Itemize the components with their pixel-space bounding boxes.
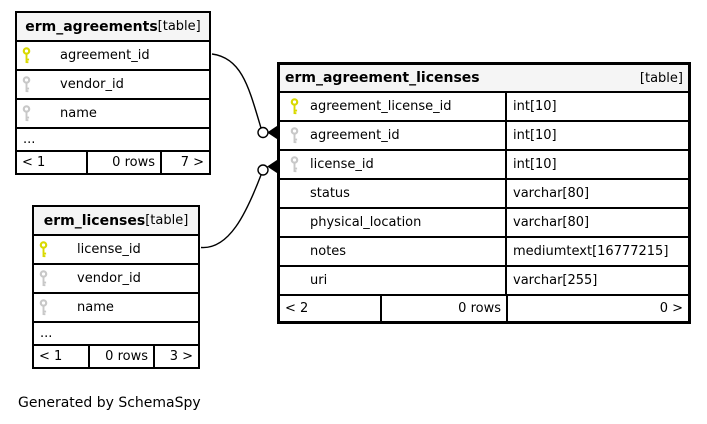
table-name: erm_agreements <box>25 18 158 35</box>
column-row: name <box>34 294 198 323</box>
column-name: agreement_id <box>310 128 400 143</box>
column-name: name <box>77 300 114 315</box>
column-name: agreement_id <box>60 48 150 63</box>
foreign-key-icon <box>290 156 299 173</box>
column-type: int[10] <box>505 122 688 149</box>
column-row: agreement_id <box>17 42 209 71</box>
column-name: vendor_id <box>60 77 124 92</box>
footer-row-count: 0 rows <box>382 296 508 321</box>
footer-row-count: 0 rows <box>88 152 162 173</box>
primary-key-icon <box>39 241 48 258</box>
column-name: vendor_id <box>77 271 141 286</box>
footer-children-count: 3 > <box>169 349 193 364</box>
footer-parents-count: < 2 <box>280 296 382 321</box>
table-footer: < 2 0 rows 0 > <box>280 296 688 321</box>
no-key-spacer <box>290 272 299 289</box>
column-row: notes mediumtext[16777215] <box>280 238 688 267</box>
column-row: agreement_id int[10] <box>280 122 688 151</box>
column-name: uri <box>310 273 328 288</box>
column-type: int[10] <box>505 93 688 120</box>
more-columns-ellipsis: ... <box>17 129 209 152</box>
column-row: physical_location varchar[80] <box>280 209 688 238</box>
column-row: vendor_id <box>17 71 209 100</box>
table-name: erm_agreement_licenses <box>285 70 480 86</box>
table-header: erm_agreement_licenses [table] <box>280 65 688 93</box>
table-header: erm_agreements[table] <box>17 13 209 42</box>
table-footer: < 1 0 rows 7 > <box>17 152 209 173</box>
table-tag: [table] <box>145 213 189 228</box>
foreign-key-icon <box>39 299 48 316</box>
column-type: varchar[80] <box>505 209 688 236</box>
footer-children-count: 0 > <box>659 301 683 316</box>
column-row: status varchar[80] <box>280 180 688 209</box>
column-name: license_id <box>310 157 374 172</box>
no-key-spacer <box>290 214 299 231</box>
table-node-erm-agreement-licenses[interactable]: erm_agreement_licenses [table] agreement… <box>277 62 691 324</box>
column-type: int[10] <box>505 151 688 178</box>
edge-agreements-to-agreement-licenses <box>211 53 278 140</box>
column-type: varchar[255] <box>505 267 688 294</box>
column-row: license_id int[10] <box>280 151 688 180</box>
table-tag: [table] <box>157 19 201 34</box>
table-node-erm-agreements[interactable]: erm_agreements[table] agreement_id vendo… <box>15 11 211 175</box>
column-name: license_id <box>77 242 141 257</box>
footer-parents-count: < 1 <box>34 346 90 367</box>
column-name: name <box>60 106 97 121</box>
table-node-erm-licenses[interactable]: erm_licenses[table] license_id vendor_id… <box>32 205 200 369</box>
column-type: varchar[80] <box>505 180 688 207</box>
foreign-key-icon <box>22 105 31 122</box>
primary-key-icon <box>290 98 299 115</box>
footer-parents-count: < 1 <box>17 152 88 173</box>
column-name: physical_location <box>310 215 422 230</box>
table-name: erm_licenses <box>43 212 146 229</box>
column-row: vendor_id <box>34 265 198 294</box>
primary-key-icon <box>22 47 31 64</box>
generated-by-label: Generated by SchemaSpy <box>18 395 201 411</box>
table-tag: [table] <box>639 70 683 86</box>
more-columns-ellipsis: ... <box>34 323 198 346</box>
table-footer: < 1 0 rows 3 > <box>34 346 198 367</box>
column-row: uri varchar[255] <box>280 267 688 296</box>
foreign-key-icon <box>290 127 299 144</box>
footer-children-count: 7 > <box>180 155 204 170</box>
column-type: mediumtext[16777215] <box>505 238 688 265</box>
table-header: erm_licenses[table] <box>34 207 198 236</box>
column-row: name <box>17 100 209 129</box>
column-row: agreement_license_id int[10] <box>280 93 688 122</box>
column-name: notes <box>310 244 347 259</box>
foreign-key-icon <box>39 270 48 287</box>
footer-row-count: 0 rows <box>90 346 155 367</box>
edge-licenses-to-agreement-licenses <box>200 159 278 249</box>
column-row: license_id <box>34 236 198 265</box>
column-name: status <box>310 186 350 201</box>
column-name: agreement_license_id <box>310 99 452 114</box>
no-key-spacer <box>290 243 299 260</box>
no-key-spacer <box>290 185 299 202</box>
foreign-key-icon <box>22 76 31 93</box>
